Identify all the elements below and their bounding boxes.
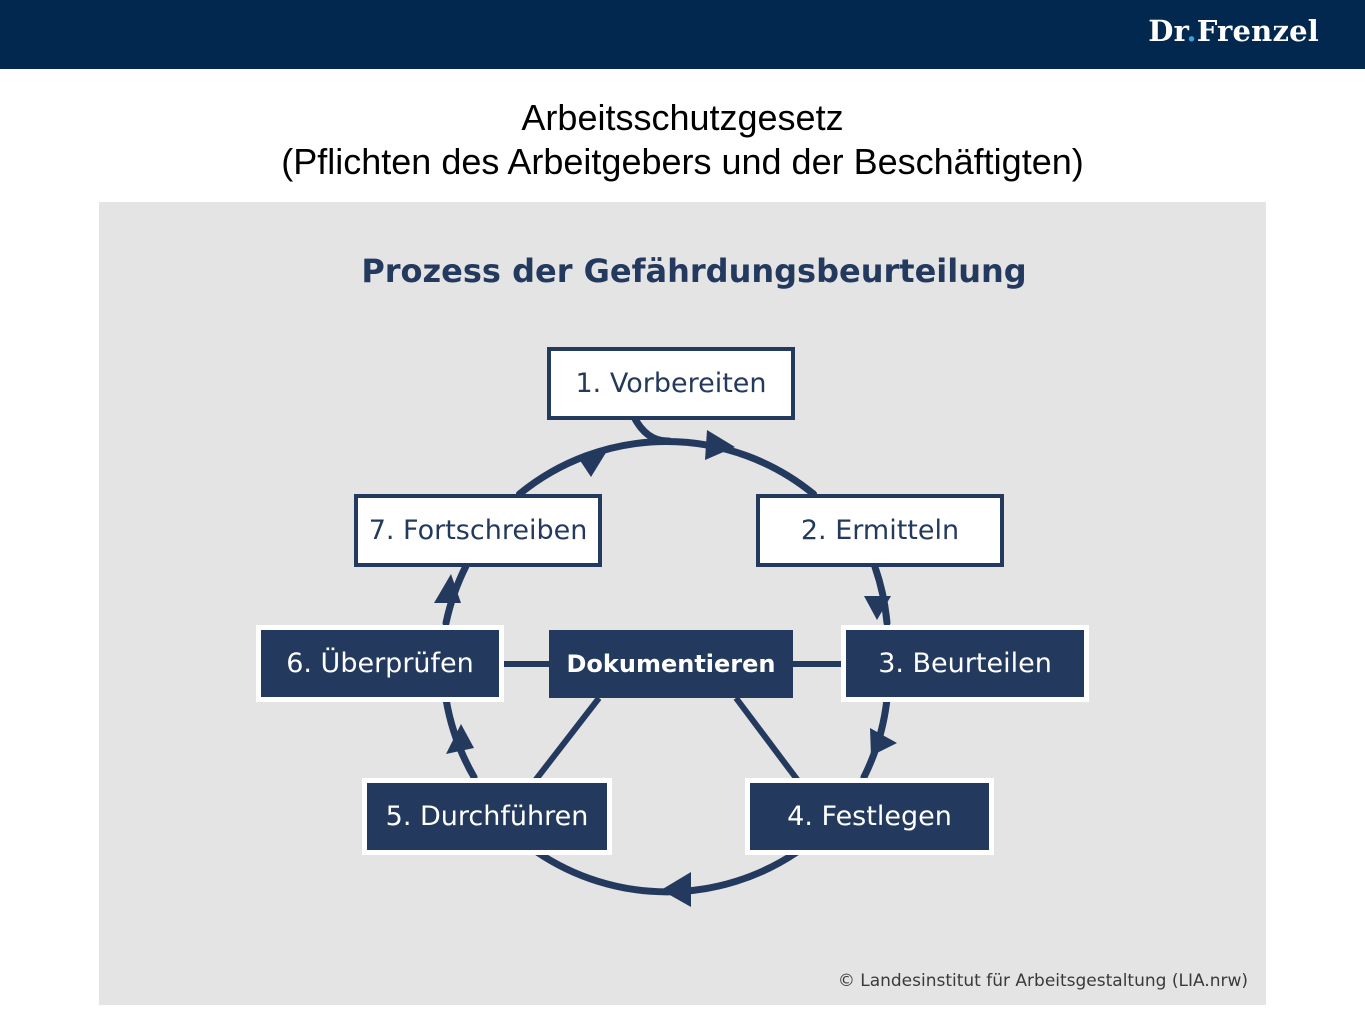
copyright-credit: © Landesinstitut für Arbeitsgestaltung (… (837, 971, 1248, 991)
cycle-ring-arc-bottom (533, 848, 801, 896)
header-bar: Dr.Frenzel (0, 0, 1365, 69)
step-1-box: 1. Vorbereiten (547, 347, 795, 420)
cycle-diagram (434, 413, 897, 907)
cycle-ring-arc (516, 437, 817, 498)
arrow-head-icon (705, 430, 735, 460)
brand-suffix: Frenzel (1196, 14, 1319, 48)
brand-prefix: Dr (1148, 14, 1187, 48)
slide-title-line1: Arbeitsschutzgesetz (521, 97, 844, 138)
brand-logo: Dr.Frenzel (1148, 14, 1319, 48)
center-box-dokumentieren: Dokumentieren (549, 630, 793, 698)
arrow-head-icon (577, 451, 607, 477)
arrow-head-icon (661, 872, 691, 907)
center-link-festlegen (733, 696, 802, 784)
step-2-box: 2. Ermitteln (756, 494, 1004, 567)
center-link-durchfuehren (531, 696, 602, 784)
arrow-head-icon (864, 596, 891, 620)
diagram-title: Prozess der Gefährdungsbeurteilung (361, 252, 1027, 290)
step-5-box: 5. Durchführen (362, 778, 612, 855)
step-6-box: 6. Überprüfen (256, 625, 504, 702)
step-7-box: 7. Fortschreiben (354, 494, 602, 567)
arrow-head-icon (446, 724, 474, 754)
cycle-ring-arc-right (871, 563, 891, 627)
vorbereiten-connector (630, 413, 673, 445)
diagram-panel: Prozess der Gefährdungsbeurteilung 1. Vo… (99, 202, 1266, 1005)
arrow-head-icon (870, 728, 897, 756)
brand-dot: . (1186, 14, 1197, 48)
step-4-box: 4. Festlegen (745, 778, 994, 855)
arrow-head-icon (434, 574, 461, 603)
step-3-box: 3. Beurteilen (841, 625, 1089, 702)
slide-title-line2: (Pflichten des Arbeitgebers und der Besc… (281, 141, 1084, 182)
slide-title: Arbeitsschutzgesetz (Pflichten des Arbei… (0, 96, 1365, 184)
